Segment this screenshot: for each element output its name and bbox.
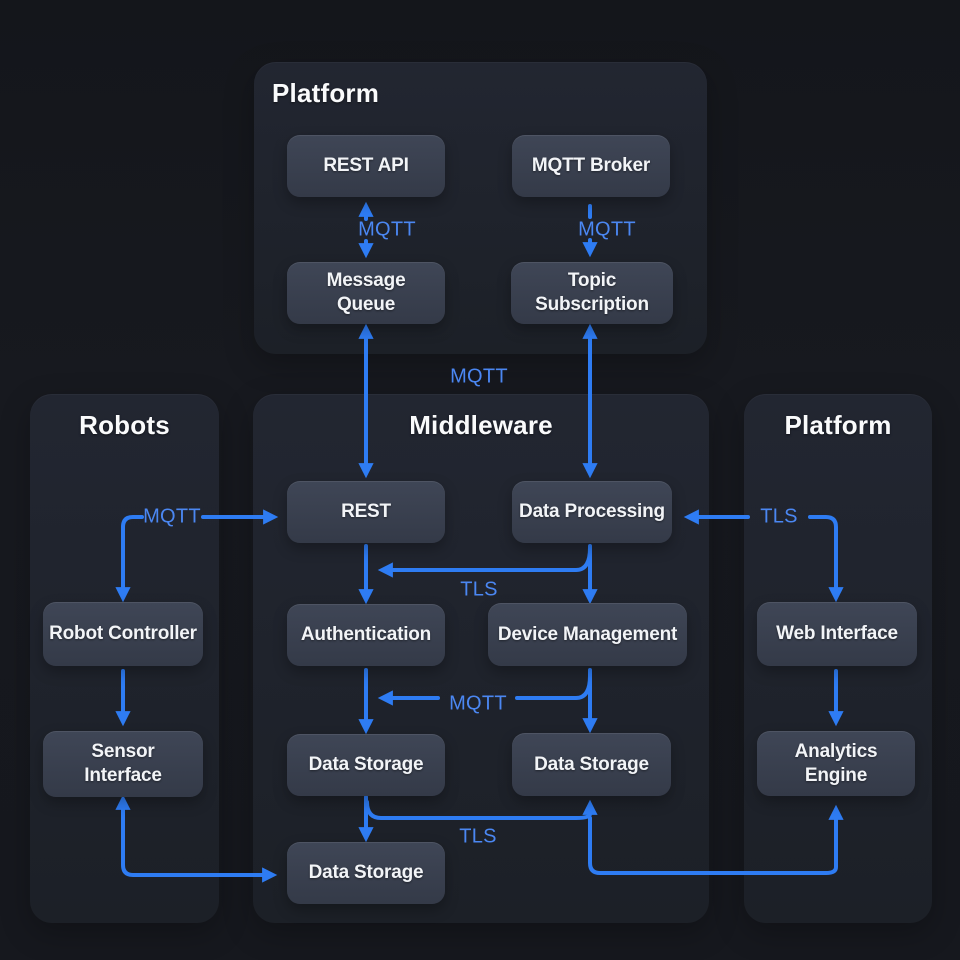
group-title-middleware: Middleware: [409, 410, 553, 440]
edge-label-tls-platform: TLS: [760, 505, 798, 528]
edge-label-mqtt-robots: MQTT: [143, 505, 201, 528]
node-authentication: Authentication: [287, 604, 445, 666]
node-rest-api: REST API: [287, 135, 445, 197]
node-message-queue: Message Queue: [287, 262, 445, 324]
node-data-processing: Data Processing: [512, 481, 672, 543]
group-title-robots: Robots: [79, 410, 170, 440]
edge-label-tls-middleware: TLS: [460, 578, 498, 601]
edge-label-mqtt-middleware: MQTT: [449, 692, 507, 715]
edge-label-mqtt-gap: MQTT: [450, 365, 508, 388]
node-data-storage-right: Data Storage: [512, 733, 671, 796]
node-analytics-engine: Analytics Engine: [757, 731, 915, 796]
group-title-platform-top: Platform: [272, 78, 380, 108]
node-data-storage-bottom: Data Storage: [287, 842, 445, 904]
node-topic-subscription: Topic Subscription: [511, 262, 673, 324]
node-mqtt-broker: MQTT Broker: [512, 135, 670, 197]
edge-label-mqtt-restapi: MQTT: [358, 218, 416, 241]
edge-label-mqtt-broker: MQTT: [578, 218, 636, 241]
node-robot-controller: Robot Controller: [43, 602, 203, 666]
node-data-storage-left: Data Storage: [287, 734, 445, 796]
node-web-interface: Web Interface: [757, 602, 917, 666]
group-title-platform-right: Platform: [784, 410, 892, 440]
edge-label-tls-bottom: TLS: [459, 825, 497, 848]
node-sensor-interface: Sensor Interface: [43, 731, 203, 797]
node-rest: REST: [287, 481, 445, 543]
node-device-management: Device Management: [488, 603, 687, 666]
